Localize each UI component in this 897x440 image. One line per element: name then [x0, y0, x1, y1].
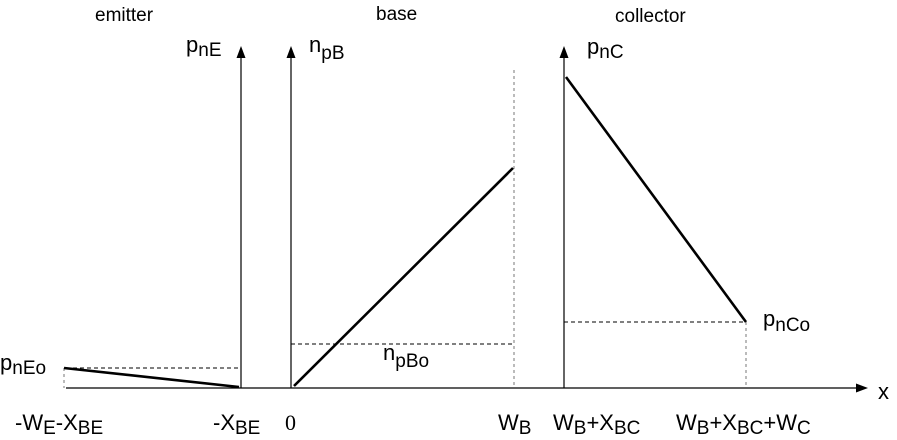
base-profile-line [293, 167, 514, 387]
tick-label-origin: 0 [285, 410, 296, 435]
tick-label-collector-edge: WB+XBC+WC [676, 410, 811, 439]
collector-axis-label: pnC [587, 34, 624, 63]
collector-region-label: collector [615, 6, 686, 27]
emitter-profile-line [63, 366, 240, 389]
base-region-label: base [376, 4, 417, 25]
emitter-equilibrium-label: pnEo [0, 350, 46, 379]
collector-axis-arrowhead [559, 46, 569, 58]
tick-label-collector-depletion-edge: WB+XBC [553, 410, 640, 439]
tick-label-emitter-edge: -WE-XBE [15, 410, 103, 439]
collector-profile-line [564, 76, 748, 323]
collector-equilibrium-label: pnCo [763, 306, 810, 336]
emitter-region-label: emitter [95, 5, 154, 26]
x-axis-label: x [878, 379, 889, 404]
emitter-axis-label: pnE [186, 32, 222, 61]
base-axis-label: npB [309, 32, 345, 64]
base-axis-arrowhead [286, 46, 296, 58]
emitter-axis-arrowhead [236, 46, 246, 58]
tick-label-base-width: WB [498, 410, 531, 439]
x-axis-arrowhead [856, 383, 868, 393]
tick-label-emitter-depletion-edge: -XBE [213, 410, 260, 439]
base-equilibrium-label: npBo [383, 340, 429, 372]
